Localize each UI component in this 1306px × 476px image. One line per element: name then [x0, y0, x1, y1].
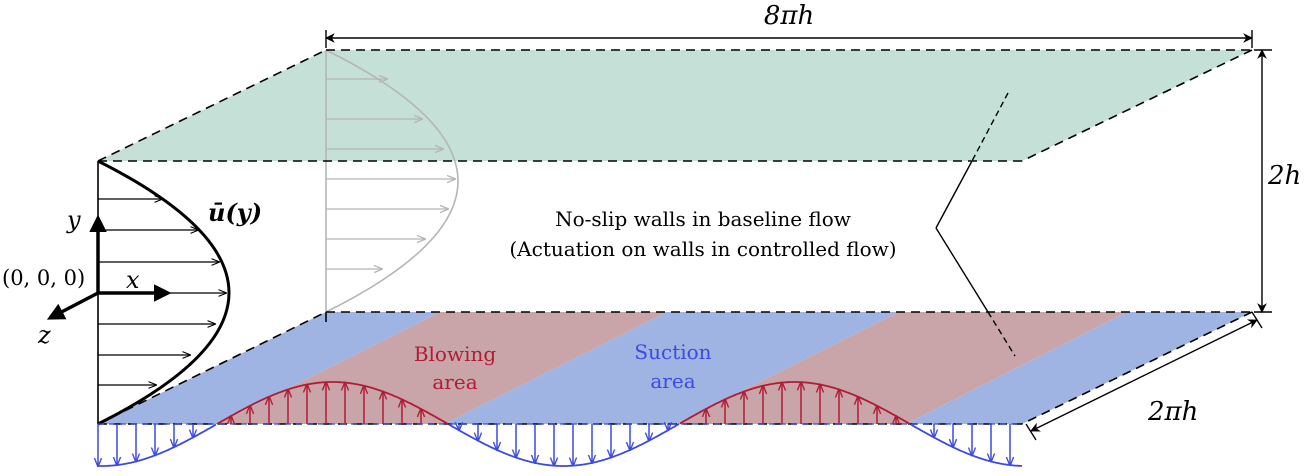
y-axis-label: y — [66, 206, 81, 234]
width-label: 2πh — [1147, 397, 1198, 427]
coordinate-axes — [46, 214, 172, 320]
z-axis-label: z — [37, 321, 51, 349]
suction-label-line2: area — [650, 369, 695, 393]
height-label: 2h — [1267, 161, 1301, 191]
z-axis-arrow — [46, 291, 99, 320]
front-velocity-profile — [97, 159, 231, 426]
suction-strip — [444, 312, 899, 424]
wall-leader-lines — [935, 92, 1016, 357]
mean-velocity-label: ū(y) — [208, 198, 262, 227]
length-dimension — [325, 30, 1253, 48]
walls-annotation-line2: (Actuation on walls in controlled flow) — [509, 237, 896, 261]
width-dimension — [1025, 311, 1263, 441]
length-label: 8πh — [764, 1, 814, 31]
x-axis-label: x — [126, 266, 140, 294]
back-velocity-profile — [325, 49, 459, 313]
suction-label-line1: Suction — [634, 340, 711, 364]
blowing-strip — [217, 312, 667, 424]
suction-profile — [98, 424, 1023, 467]
walls-annotation-line1: No-slip walls in baseline flow — [555, 207, 851, 231]
blowing-profile — [216, 381, 911, 425]
top-wall — [98, 50, 1252, 161]
blowing-label-line2: area — [432, 370, 477, 394]
suction-strip — [98, 312, 440, 424]
height-dimension — [1254, 49, 1272, 313]
blowing-strip — [676, 312, 1127, 424]
blowing-label-line1: Blowing — [414, 342, 497, 366]
origin-label: (0, 0, 0) — [2, 266, 85, 290]
